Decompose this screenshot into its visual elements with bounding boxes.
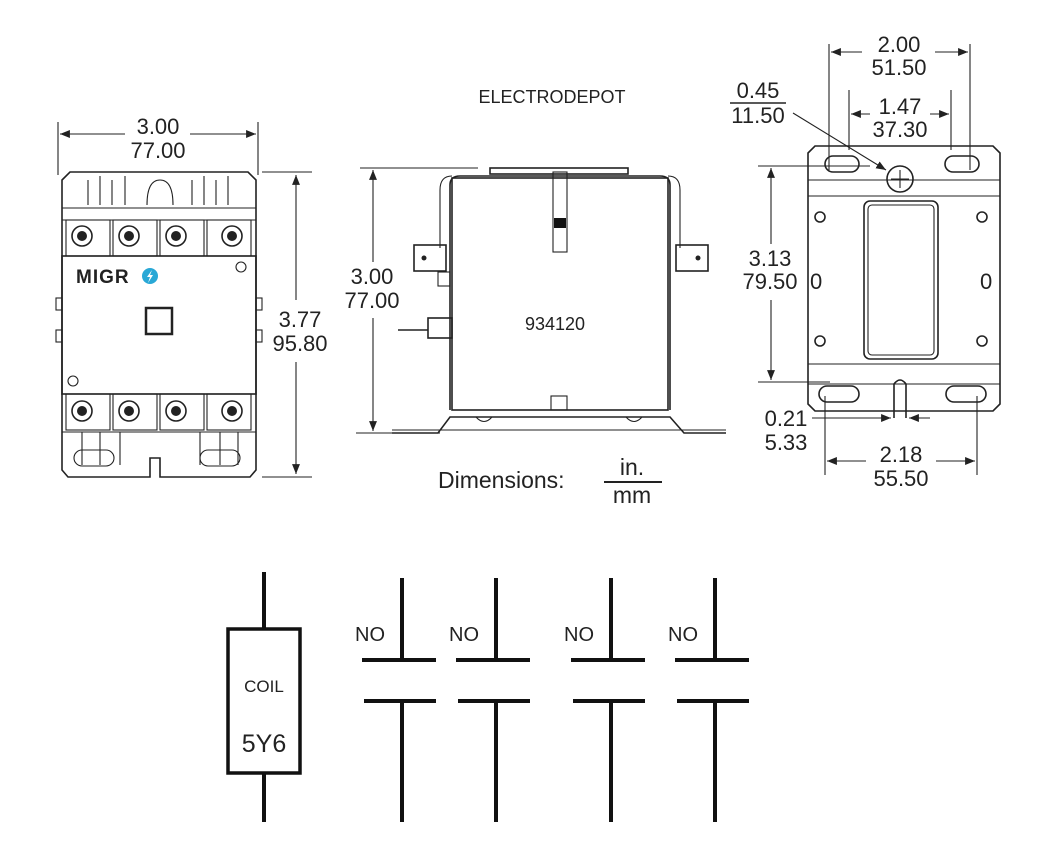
mounting-flange bbox=[392, 416, 726, 434]
dimensions-legend: Dimensions: in. mm bbox=[438, 454, 662, 508]
side-mark-right: 0 bbox=[980, 269, 992, 294]
front-height-in: 3.77 bbox=[279, 307, 322, 332]
side-height-in: 3.00 bbox=[351, 264, 394, 289]
wiring-schematic: COIL 5Y6 NO NO NO NO bbox=[226, 572, 749, 822]
cover-plate bbox=[61, 255, 257, 395]
screw-icon bbox=[976, 211, 988, 223]
terminal-screws-bottom bbox=[65, 393, 252, 431]
outer-slot-in: 2.00 bbox=[878, 32, 921, 57]
screw-icon bbox=[221, 225, 243, 247]
contactor-body-outline bbox=[61, 171, 257, 478]
screw-icon bbox=[118, 225, 140, 247]
dimensions-label: Dimensions: bbox=[438, 467, 565, 493]
unit-inches: in. bbox=[620, 454, 644, 480]
coil-symbol: COIL 5Y6 bbox=[226, 572, 302, 822]
terminal-tab bbox=[675, 244, 709, 272]
terminal-screws-top bbox=[65, 219, 252, 257]
screw-icon bbox=[814, 335, 826, 347]
side-height-mm: 77.00 bbox=[344, 288, 399, 313]
unit-millimeters: mm bbox=[613, 482, 651, 508]
screw-icon bbox=[165, 225, 187, 247]
contact-label: NO bbox=[564, 624, 594, 646]
side-mark-left: 0 bbox=[810, 269, 822, 294]
front-width-in: 3.00 bbox=[137, 114, 180, 139]
screw-icon bbox=[71, 400, 93, 422]
screw-icon bbox=[976, 335, 988, 347]
gap-mm: 5.33 bbox=[765, 430, 808, 455]
inner-slot-mm: 37.30 bbox=[872, 117, 927, 142]
contacts-group: NO NO NO NO bbox=[355, 578, 749, 822]
no-contact-symbol: NO bbox=[564, 578, 645, 822]
keyhole-mm: 11.50 bbox=[731, 103, 784, 128]
bottom-slot-in: 2.18 bbox=[880, 442, 923, 467]
part-number: 934120 bbox=[525, 314, 585, 334]
mounting-slot bbox=[945, 385, 987, 403]
screw-icon bbox=[118, 400, 140, 422]
mounting-slot bbox=[824, 155, 860, 173]
screw-icon bbox=[165, 400, 187, 422]
bolt-icon bbox=[142, 268, 158, 284]
coil-code: 5Y6 bbox=[242, 730, 286, 758]
keyhole-icon bbox=[886, 165, 914, 193]
watermark-text: ELECTRODEPOT bbox=[478, 87, 625, 107]
screw-icon bbox=[71, 225, 93, 247]
base-height-in: 3.13 bbox=[749, 246, 792, 271]
coil-label: COIL bbox=[244, 677, 284, 696]
base-view: 2.00 51.50 1.47 37.30 0.45 11.50 bbox=[730, 32, 1001, 491]
no-contact-symbol: NO bbox=[355, 578, 436, 822]
front-height-mm: 95.80 bbox=[272, 331, 327, 356]
base-height-mm: 79.50 bbox=[742, 269, 797, 294]
screw-icon bbox=[221, 400, 243, 422]
mounting-slot bbox=[944, 155, 980, 173]
no-contact-symbol: NO bbox=[449, 578, 530, 822]
outer-slot-mm: 51.50 bbox=[871, 55, 926, 80]
contact-window bbox=[144, 306, 174, 336]
side-view: 3.00 77.00 934120 bbox=[344, 167, 726, 434]
terminal-tab bbox=[413, 244, 447, 272]
no-contact-symbol: NO bbox=[668, 578, 749, 822]
gap-in: 0.21 bbox=[765, 406, 808, 431]
bottom-slot-mm: 55.50 bbox=[873, 466, 928, 491]
inner-slot-in: 1.47 bbox=[879, 94, 922, 119]
contactor-body bbox=[451, 177, 669, 411]
mounting-plate bbox=[807, 145, 1001, 412]
front-view: 3.00 77.00 3.77 95.80 bbox=[55, 114, 328, 478]
contact-label: NO bbox=[355, 624, 385, 646]
leader-arrow bbox=[792, 112, 887, 171]
screw-icon bbox=[67, 375, 79, 387]
migro-logo: MIGR bbox=[76, 267, 130, 288]
keyhole-in: 0.45 bbox=[737, 78, 780, 103]
mounting-slot bbox=[818, 385, 860, 403]
screw-icon bbox=[814, 211, 826, 223]
screw-icon bbox=[235, 261, 247, 273]
contact-label: NO bbox=[668, 624, 698, 646]
center-window bbox=[863, 200, 939, 360]
front-width-mm: 77.00 bbox=[130, 138, 185, 163]
contact-label: NO bbox=[449, 624, 479, 646]
